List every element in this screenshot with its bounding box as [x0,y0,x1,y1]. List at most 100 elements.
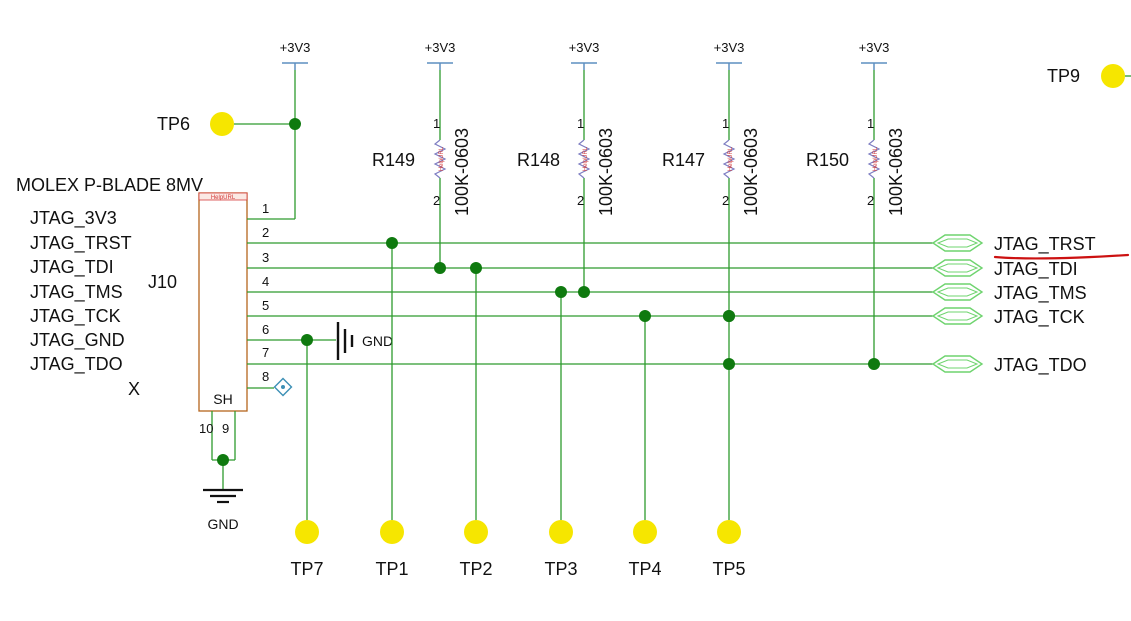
resistor-ref: R149 [372,150,415,170]
connector-ref: J10 [148,272,177,292]
connector-shield-pin-number: 9 [222,421,229,436]
connector-pin-name: JTAG_3V3 [30,208,117,229]
junction-tp6 [289,118,301,130]
test-point-label: TP5 [712,559,745,579]
net-port-symbol [931,234,984,252]
test-point [549,520,573,544]
connector-body [198,192,248,412]
power-port-label: +3V3 [425,40,456,55]
connector-help-text: HelpURL [211,195,236,201]
connector-pin-name: JTAG_GND [30,330,125,351]
net-port-label: JTAG_TDO [994,355,1087,376]
resistor-pin-number: 1 [722,116,729,131]
resistor-zigzag [867,139,881,179]
net-port-symbol-inner [936,238,979,248]
net-port-symbol [931,283,984,301]
resistor-help-text: HelpURL [439,146,445,171]
resistor-ref: R150 [806,150,849,170]
connector-pin-number: 7 [262,345,269,360]
gnd-label: GND [362,333,393,349]
junction-test-point [386,237,398,249]
test-point-tp6 [210,112,234,136]
resistor-value: 100K-0603 [886,128,906,216]
junction-test-point [555,286,567,298]
net-port-symbol-inner [936,263,979,273]
resistor-ref: R147 [662,150,705,170]
connector-pin-number: 6 [262,322,269,337]
net-port-symbol-inner [936,311,979,321]
resistor-pin-number: 1 [867,116,874,131]
connector-pin-name: JTAG_TDI [30,257,114,278]
junction-resistor [434,262,446,274]
resistor-value: 100K-0603 [452,128,472,216]
resistor-pin-number: 1 [433,116,440,131]
connector-pin-number: 2 [262,225,269,240]
connector-shield-pin-number: 10 [199,421,213,436]
no-connect-marker-dot [281,385,285,389]
resistor-pin-number: 1 [577,116,584,131]
connector-pin-number: 3 [262,250,269,265]
connector-pin-number: 4 [262,274,269,289]
net-port-symbol-inner [936,287,979,297]
resistor-ref: R148 [517,150,560,170]
no-connect-marker [273,377,293,397]
test-point-tp9 [1101,64,1125,88]
net-port-label: JTAG_TDI [994,259,1078,280]
power-port-label: +3V3 [714,40,745,55]
resistor-help-text: HelpURL [583,146,589,171]
net-port-label: JTAG_TCK [994,307,1085,328]
connector-pin-name: JTAG_TDO [30,354,123,375]
connector-pin-name: X [128,379,140,399]
connector-pin-name: JTAG_TRST [30,233,132,254]
resistor-value: 100K-0603 [596,128,616,216]
junction-resistor [578,286,590,298]
resistor-pin-number: 2 [433,193,440,208]
resistor-zigzag [722,139,736,179]
connector-shield-label: SH [213,391,232,407]
resistor-pin-number: 2 [867,193,874,208]
junction-shield [217,454,229,466]
resistor-pin-number: 2 [722,193,729,208]
test-point-label: TP2 [459,559,492,579]
junction-test-point [723,310,735,322]
test-point-label-tp6: TP6 [157,114,190,134]
net-port-symbol-inner [936,359,979,369]
net-port-symbol [931,259,984,277]
test-point [633,520,657,544]
power-port-label: +3V3 [859,40,890,55]
power-port-label: +3V3 [569,40,600,55]
junction-tdo-tp5 [723,358,735,370]
junction-test-point [470,262,482,274]
connector-pin-number: 8 [262,369,269,384]
connector-help-strip [198,192,248,201]
test-point [464,520,488,544]
test-point-label: TP1 [375,559,408,579]
test-point-label: TP7 [290,559,323,579]
resistor-help-text: HelpURL [728,146,734,171]
connector-pin-name: JTAG_TMS [30,282,123,303]
connector-pin-name: JTAG_TCK [30,306,121,327]
test-point [295,520,319,544]
resistor-zigzag [577,139,591,179]
gnd-label: GND [207,516,238,532]
resistor-help-text: HelpURL [873,146,879,171]
resistor-pin-number: 2 [577,193,584,208]
net-port-symbol [931,355,984,373]
test-point-label-tp9: TP9 [1047,66,1080,86]
test-point-label: TP3 [544,559,577,579]
junction-test-point [301,334,313,346]
junction-test-point [639,310,651,322]
connector-pin-number: 1 [262,201,269,216]
resistor-value: 100K-0603 [741,128,761,216]
resistor-zigzag [433,139,447,179]
test-point-label: TP4 [628,559,661,579]
net-port-symbol [931,307,984,325]
net-port-label: JTAG_TRST [994,234,1096,255]
net-port-label: JTAG_TMS [994,283,1087,304]
connector-description: MOLEX P-BLADE 8MV [16,175,203,195]
power-port-label: +3V3 [280,40,311,55]
annotation-underline [993,253,1130,260]
junction-resistor [868,358,880,370]
test-point [380,520,404,544]
